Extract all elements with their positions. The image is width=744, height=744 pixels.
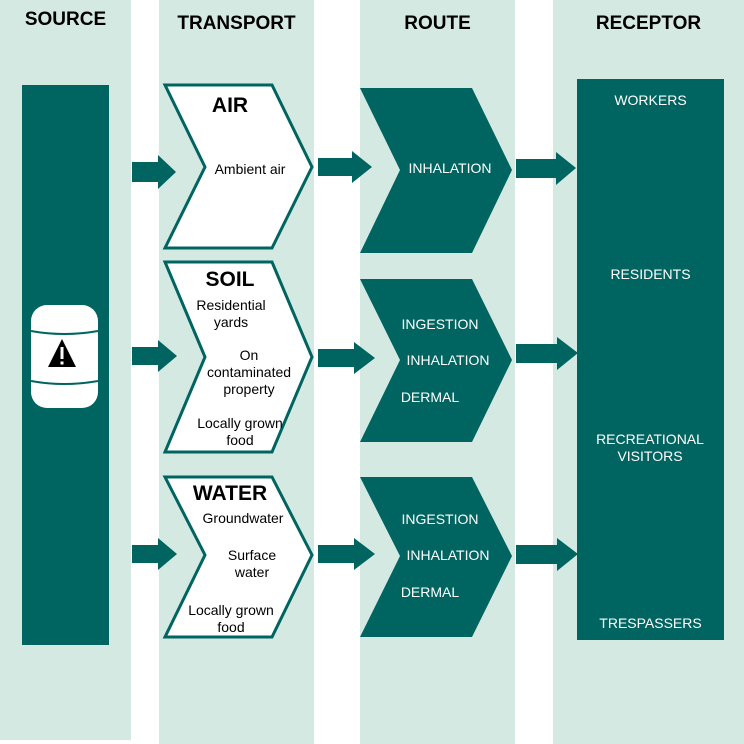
- route-soil-inhalation: INHALATION: [406, 352, 490, 368]
- route-soil-chevron: [360, 279, 512, 442]
- water-item-groundwater: Groundwater: [202, 510, 284, 526]
- route-soil-ingestion: INGESTION: [401, 316, 479, 332]
- arrow-soil-route: [318, 342, 375, 374]
- water-item-surface-water: Surface water: [227, 547, 277, 580]
- route-air-chevron: [360, 88, 512, 253]
- water-title: WATER: [192, 482, 268, 505]
- air-item: Ambient air: [214, 161, 286, 177]
- arrow-source-water: [132, 538, 177, 570]
- soil-item-locally-grown-food: Locally grown food: [197, 415, 283, 448]
- soil-item-contaminated-property: On contaminated property: [207, 347, 292, 397]
- soil-title: SOIL: [205, 268, 255, 291]
- source-header: SOURCE: [24, 9, 107, 30]
- arrow-source-air: [132, 155, 176, 189]
- arrow-source-soil: [132, 340, 177, 372]
- route-water-chevron: [360, 477, 512, 637]
- soil-chevron: [162, 260, 314, 454]
- receptor-workers: WORKERS: [614, 92, 687, 108]
- water-item-locally-grown-food: Locally grown food: [188, 602, 274, 635]
- arrow-air-receptor: [516, 152, 576, 185]
- route-header: ROUTE: [404, 13, 471, 34]
- receptor-header: RECEPTOR: [595, 13, 702, 34]
- route-air-inhalation: INHALATION: [408, 160, 492, 176]
- arrow-soil-receptor: [516, 337, 578, 370]
- water-chevron: [162, 475, 314, 639]
- air-chevron: [162, 83, 314, 250]
- route-water-inhalation: INHALATION: [406, 547, 490, 563]
- soil-item-residential-yards: Residential yards: [196, 297, 266, 330]
- route-soil-dermal: DERMAL: [400, 389, 460, 405]
- route-water-ingestion: INGESTION: [401, 511, 479, 527]
- route-water-dermal: DERMAL: [400, 584, 460, 600]
- receptor-recreational-visitors: RECREATIONAL VISITORS: [596, 431, 704, 464]
- transport-header: TRANSPORT: [177, 13, 296, 34]
- receptor-trespassers: TRESPASSERS: [599, 615, 702, 631]
- receptor-residents: RESIDENTS: [610, 266, 691, 282]
- hazard-drum-icon: [30, 305, 99, 408]
- arrow-water-receptor: [516, 538, 578, 571]
- arrow-water-route: [318, 538, 375, 570]
- arrow-air-route: [318, 151, 372, 183]
- air-title: AIR: [211, 94, 249, 117]
- receptor-box: [577, 79, 724, 640]
